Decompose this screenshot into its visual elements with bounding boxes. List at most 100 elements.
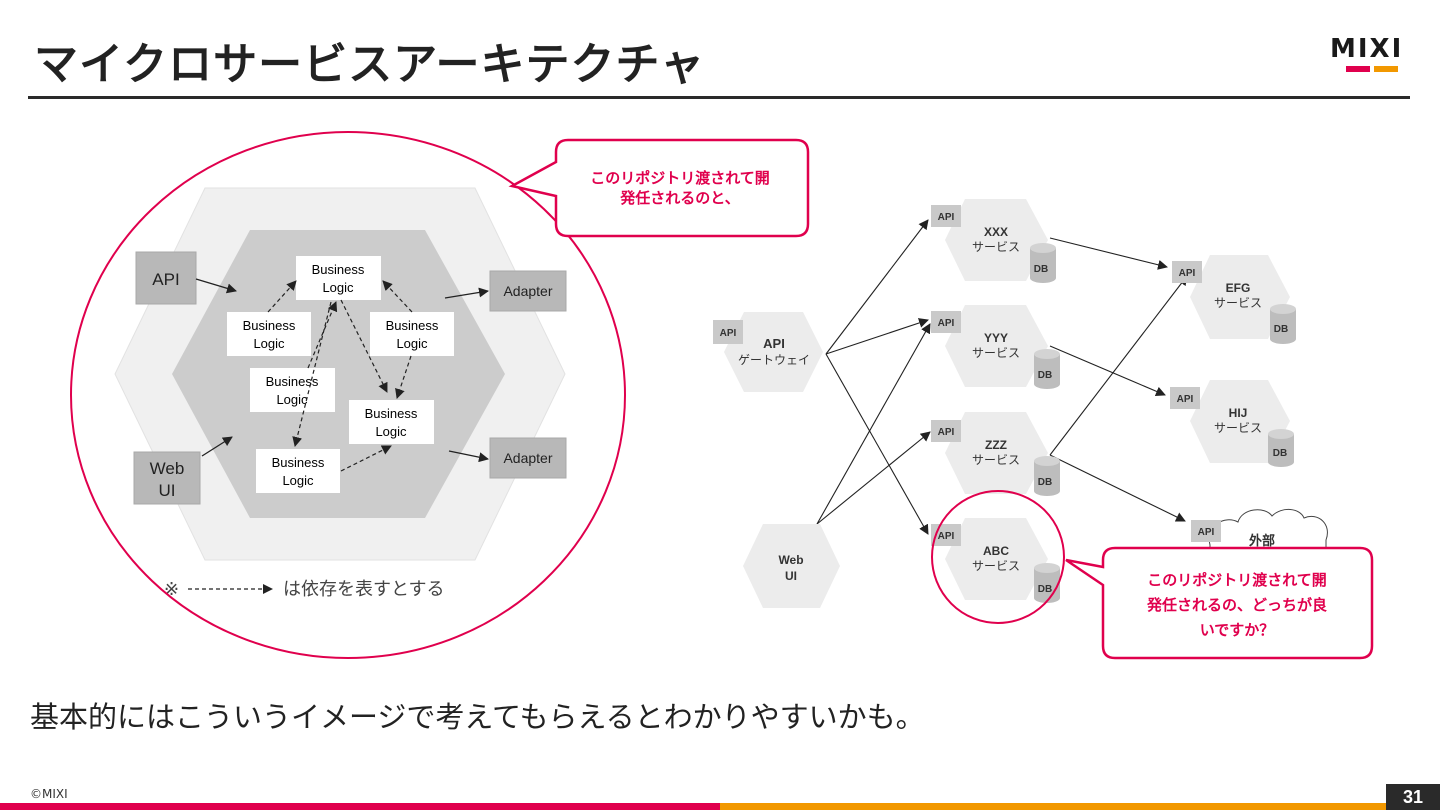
callout-bottom-line1: このリポジトリ渡されて開 — [1147, 571, 1327, 589]
footer-bar-orange — [720, 803, 1440, 810]
logo-bar-orange — [1374, 66, 1398, 72]
api-port-box: API — [135, 251, 197, 305]
callout-bottom: このリポジトリ渡されて開 発任されるの、どっちが良 いですか？ — [1065, 546, 1374, 660]
service-xxx: API XXX サービス DB — [931, 199, 1056, 283]
business-logic-center-right: Business Logic — [349, 400, 434, 444]
service-efg-api-tag: API — [1179, 268, 1196, 279]
service-efg-suffix: サービス — [1214, 296, 1262, 310]
service-hij-db-icon: DB — [1268, 429, 1294, 467]
legend-text: は依存を表すとする — [283, 579, 444, 600]
api-gateway-node: API API ゲートウェイ — [713, 312, 823, 392]
service-xxx-name: XXX — [984, 225, 1008, 239]
adapter-top-label: Adapter — [503, 283, 552, 299]
business-logic-left-line2: Logic — [253, 336, 285, 351]
callout-bottom-line2: 発任されるの、どっちが良 — [1146, 596, 1327, 614]
service-abc-suffix: サービス — [972, 559, 1020, 573]
external-label: 外部 — [1248, 533, 1275, 549]
callout-top-line1: このリポジトリ渡されて開 — [590, 169, 770, 187]
service-zzz-name: ZZZ — [985, 438, 1007, 452]
copyright: ©MIXI — [30, 787, 68, 801]
hexagonal-architecture: API Web UI Adapter Adapter Business Logi… — [114, 187, 567, 600]
service-yyy-db-label: DB — [1038, 370, 1052, 381]
service-efg-name: EFG — [1226, 281, 1251, 295]
dependency-arrows — [267, 280, 413, 472]
logo-text: MIXI — [1330, 34, 1404, 64]
business-logic-right: Business Logic — [370, 312, 454, 356]
service-hij-name: HIJ — [1229, 406, 1248, 420]
service-hij-db-label: DB — [1273, 448, 1287, 459]
service-zzz-suffix: サービス — [972, 453, 1020, 467]
service-abc-db-label: DB — [1038, 584, 1052, 595]
business-logic-top-line1: Business — [312, 262, 365, 277]
mixi-logo: MIXI — [1330, 34, 1414, 74]
service-xxx-suffix: サービス — [972, 240, 1020, 254]
service-efg-db-icon: DB — [1270, 304, 1296, 344]
api-gateway-label-line2: ゲートウェイ — [738, 353, 810, 367]
service-zzz: API ZZZ サービス DB — [931, 412, 1060, 496]
api-gateway-label-line1: API — [763, 336, 785, 351]
service-hij-suffix: サービス — [1214, 421, 1262, 435]
service-abc: API ABC サービス DB — [931, 518, 1060, 603]
webui-arrow — [201, 436, 233, 457]
business-logic-top-line2: Logic — [322, 280, 354, 295]
api-port-label: API — [152, 270, 179, 289]
service-connections — [816, 219, 1188, 535]
service-yyy-suffix: サービス — [972, 346, 1020, 360]
api-gateway-tag — [713, 320, 743, 344]
webui-port-label-line2: UI — [159, 481, 176, 500]
business-logic-center-right-line1: Business — [365, 406, 418, 421]
service-hij-api-tag: API — [1177, 394, 1194, 405]
highlight-circle-hexagonal — [70, 131, 626, 659]
callout-top-line2: 発任されるのと、 — [619, 189, 739, 207]
inner-hexagon — [172, 230, 505, 518]
callout-bottom-line3: いですか？ — [1200, 621, 1275, 639]
footer-bar-pink — [0, 803, 720, 810]
service-efg: API EFG サービス DB — [1172, 255, 1296, 344]
adapter-bottom-arrow — [448, 450, 489, 463]
webui-port-box: Web UI — [133, 451, 201, 505]
service-abc-db-icon: DB — [1034, 563, 1060, 603]
service-xxx-db-icon: DB — [1030, 243, 1056, 283]
service-abc-name: ABC — [983, 544, 1009, 558]
highlight-circle-abc — [931, 490, 1065, 624]
service-efg-db-label: DB — [1274, 324, 1288, 335]
service-zzz-db-label: DB — [1038, 477, 1052, 488]
service-yyy-api-tag: API — [938, 318, 955, 329]
business-logic-right-line1: Business — [386, 318, 439, 333]
service-abc-api-tag: API — [938, 531, 955, 542]
title-divider — [28, 96, 1410, 99]
service-hij: API HIJ サービス DB — [1170, 380, 1294, 467]
adapter-top-box: Adapter — [489, 270, 567, 312]
business-logic-bottom-line2: Logic — [282, 473, 314, 488]
logo-bar-pink — [1346, 66, 1370, 72]
service-zzz-db-icon: DB — [1034, 456, 1060, 496]
service-yyy-name: YYY — [984, 331, 1008, 345]
service-yyy: API YYY サービス DB — [931, 305, 1060, 389]
api-arrow — [195, 278, 237, 294]
business-logic-top: Business Logic — [296, 256, 381, 300]
api-gateway-tag-label: API — [720, 328, 737, 339]
web-ui-node: Web UI — [743, 524, 840, 608]
business-logic-middle-line2: Logic — [276, 392, 308, 407]
adapter-bottom-label: Adapter — [503, 450, 552, 466]
adapter-bottom-box: Adapter — [489, 437, 567, 479]
business-logic-right-line2: Logic — [396, 336, 428, 351]
webui-port-label-line1: Web — [150, 459, 185, 478]
service-yyy-db-icon: DB — [1034, 349, 1060, 389]
business-logic-left: Business Logic — [227, 312, 311, 356]
business-logic-middle: Business Logic — [250, 368, 335, 412]
callout-top: このリポジトリ渡されて開 発任されるのと、 — [508, 138, 810, 238]
adapter-top-arrow — [444, 287, 489, 299]
web-ui-label-line2: UI — [785, 569, 797, 583]
external-api-tag: API — [1198, 527, 1215, 538]
service-xxx-db-label: DB — [1034, 264, 1048, 275]
service-xxx-api-tag: API — [938, 212, 955, 223]
microservices-diagram: API API ゲートウェイ Web UI API XXX サービス DB — [713, 199, 1328, 608]
slide-caption: 基本的にはこういうイメージで考えてもらえるとわかりやすいかも。 — [30, 700, 925, 734]
slide-title: マイクロサービスアーキテクチャ — [34, 39, 706, 90]
business-logic-center-right-line2: Logic — [375, 424, 407, 439]
business-logic-bottom: Business Logic — [256, 449, 340, 493]
page-number: 31 — [1386, 784, 1440, 810]
service-zzz-api-tag: API — [938, 427, 955, 438]
